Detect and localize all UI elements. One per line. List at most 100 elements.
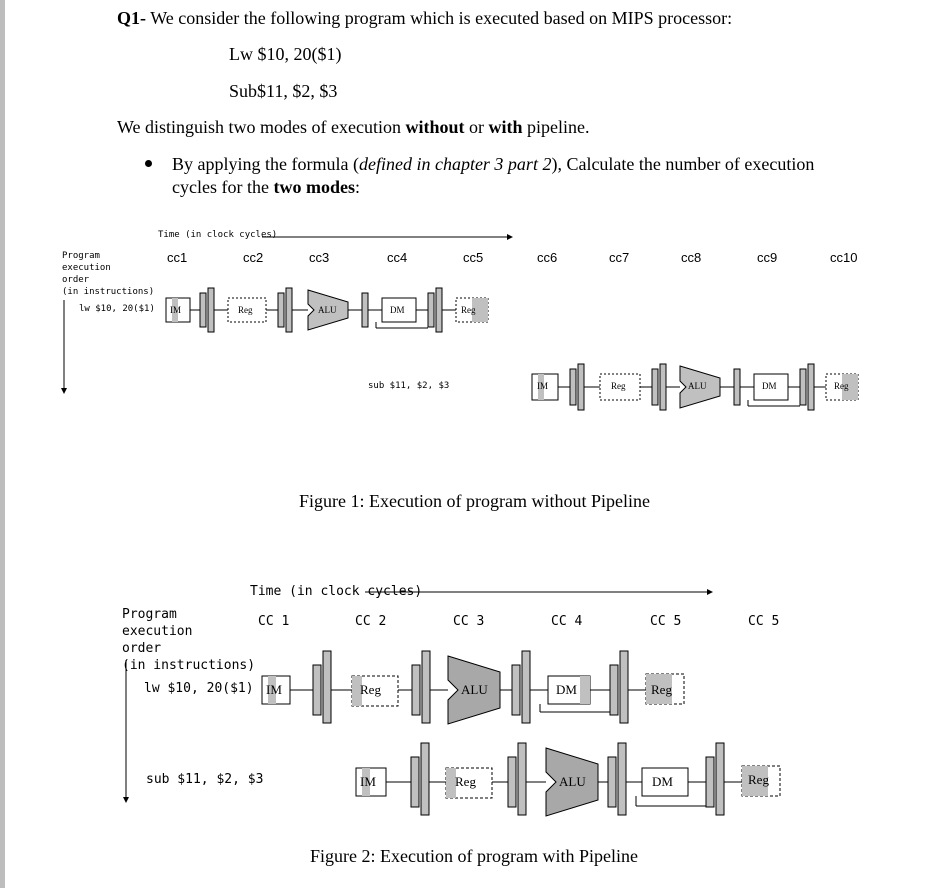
pipeline-register <box>410 756 420 808</box>
figure2-time-label: Time (in clock cycles) <box>250 584 423 599</box>
figure2-order-label-3: order <box>122 641 162 656</box>
pipeline-register <box>609 664 619 716</box>
figure1-order-label-3: order <box>62 275 90 285</box>
stage-label-reg: Reg <box>611 381 626 391</box>
figure1-instr1: lw $10, 20($1) <box>79 304 155 314</box>
stage-label-alu: ALU <box>318 305 337 315</box>
figure2-order-label-2: execution <box>122 624 193 639</box>
figure1-order-label-2: execution <box>62 263 111 273</box>
pipeline-register <box>705 756 715 808</box>
figure2-cycle-label: CC 3 <box>453 614 485 629</box>
figure2-cycle-label: CC 5 <box>748 614 780 629</box>
modes-or: or <box>464 117 489 137</box>
bullet-mid: ), Calculate the number of execution <box>551 154 815 174</box>
stage-label-dm: DM <box>652 774 673 789</box>
figure1-cycle-label: cc1 <box>167 250 188 265</box>
pipeline-register <box>617 742 627 816</box>
figure1-cycle-label: cc5 <box>463 250 484 265</box>
dm-box <box>381 297 417 323</box>
stage-label-dm: DM <box>762 381 777 391</box>
reg-box <box>599 373 641 401</box>
pipeline-register <box>607 756 617 808</box>
figure1-cycle-label: cc2 <box>243 250 264 265</box>
bullet-italic: defined in chapter 3 part 2 <box>358 154 552 174</box>
question-line: Q1- We consider the following program wh… <box>117 8 732 29</box>
stage-label-im: IM <box>360 774 376 789</box>
reg-box <box>227 297 267 323</box>
bullet-line-1: By applying the formula (defined in chap… <box>172 154 814 175</box>
stage-label-reg: Reg <box>834 381 849 391</box>
modes-without: without <box>405 117 465 137</box>
figure1-cycle-label: cc10 <box>830 250 858 265</box>
figure2-order-label-1: Program <box>122 607 177 622</box>
figure1-cycle-label: cc4 <box>387 250 408 265</box>
pipeline-register <box>715 742 725 816</box>
code-line-2: Sub$11, $2, $3 <box>229 81 338 101</box>
figure1-instr2-pipeline <box>531 363 859 411</box>
figure1-instr1-pipeline <box>165 287 489 333</box>
stage-label-alu: ALU <box>559 774 586 789</box>
stage-label-im: IM <box>170 305 181 315</box>
figure1-caption: Figure 1: Execution of program without P… <box>299 491 650 511</box>
stage-label-reg: Reg <box>651 682 672 697</box>
figure1-order-label-4: (in instructions) <box>62 287 155 297</box>
stage-label-reg: Reg <box>360 682 381 697</box>
modes-with: with <box>488 117 523 137</box>
bullet-dot <box>145 160 152 167</box>
im-box <box>355 767 387 797</box>
stage-label-reg: Reg <box>461 305 476 315</box>
figure2-instr1-pipeline <box>261 650 685 725</box>
code-line-1: Lw $10, 20($1) <box>229 44 342 64</box>
left-margin-bar <box>0 0 5 888</box>
stage-label-reg: Reg <box>238 305 253 315</box>
pipeline-register <box>619 650 629 724</box>
figure1-cycle-label: cc3 <box>309 250 330 265</box>
pipeline-register <box>199 292 207 328</box>
pipeline-register <box>420 742 430 816</box>
bullet-line-2: cycles for the two modes: <box>172 177 360 198</box>
figure2-instr1: lw $10, 20($1) <box>144 681 254 696</box>
modes-pre: We distinguish two modes of execution <box>117 117 406 137</box>
figure1-cycle-label: cc6 <box>537 250 558 265</box>
pipeline-register <box>651 368 659 406</box>
figure2-cycle-label: CC 1 <box>258 614 290 629</box>
figure1-cycle-label: cc9 <box>757 250 778 265</box>
alu-shape <box>307 289 349 331</box>
pipeline-register <box>322 650 332 724</box>
stage-label-reg: Reg <box>748 772 769 787</box>
bullet-pre: By applying the formula ( <box>172 154 359 174</box>
pipeline-register <box>799 368 807 406</box>
stage-label-im: IM <box>266 682 282 697</box>
stage-label-alu: ALU <box>461 682 488 697</box>
figure2-cycle-label: CC 2 <box>355 614 387 629</box>
pipeline-register <box>569 368 577 406</box>
stage-label-alu: ALU <box>688 381 707 391</box>
modes-sentence: We distinguish two modes of execution wi… <box>117 117 590 138</box>
figure2-cycle-label: CC 4 <box>551 614 583 629</box>
figure1-order-label-1: Program <box>62 251 100 261</box>
stage-label-dm: DM <box>556 682 577 697</box>
stage-label-dm: DM <box>390 305 405 315</box>
pipeline-register <box>421 650 431 724</box>
pipeline-register <box>411 664 421 716</box>
figure2-cycle-label: CC 5 <box>650 614 682 629</box>
stage-label-im: IM <box>537 381 548 391</box>
question-intro: We consider the following program which … <box>150 8 733 28</box>
bullet-line2-bold: two modes <box>273 177 355 197</box>
dm-box <box>641 767 689 797</box>
pipeline-register <box>312 664 322 716</box>
modes-post: pipeline. <box>522 117 590 137</box>
pipeline-register <box>511 664 521 716</box>
stage-label-reg: Reg <box>455 774 476 789</box>
figure2-order-label-4: (in instructions) <box>122 658 256 673</box>
figure1-instr2: sub $11, $2, $3 <box>368 381 450 391</box>
figure2-instr2: sub $11, $2, $3 <box>146 772 264 787</box>
alu-shape <box>679 365 721 409</box>
dm-box <box>753 373 789 401</box>
bullet-line2-pre: cycles for the <box>172 177 274 197</box>
figure1-time-label: Time (in clock cycles) <box>158 230 278 240</box>
pipeline-register <box>277 292 285 328</box>
alu-shape <box>545 747 599 817</box>
